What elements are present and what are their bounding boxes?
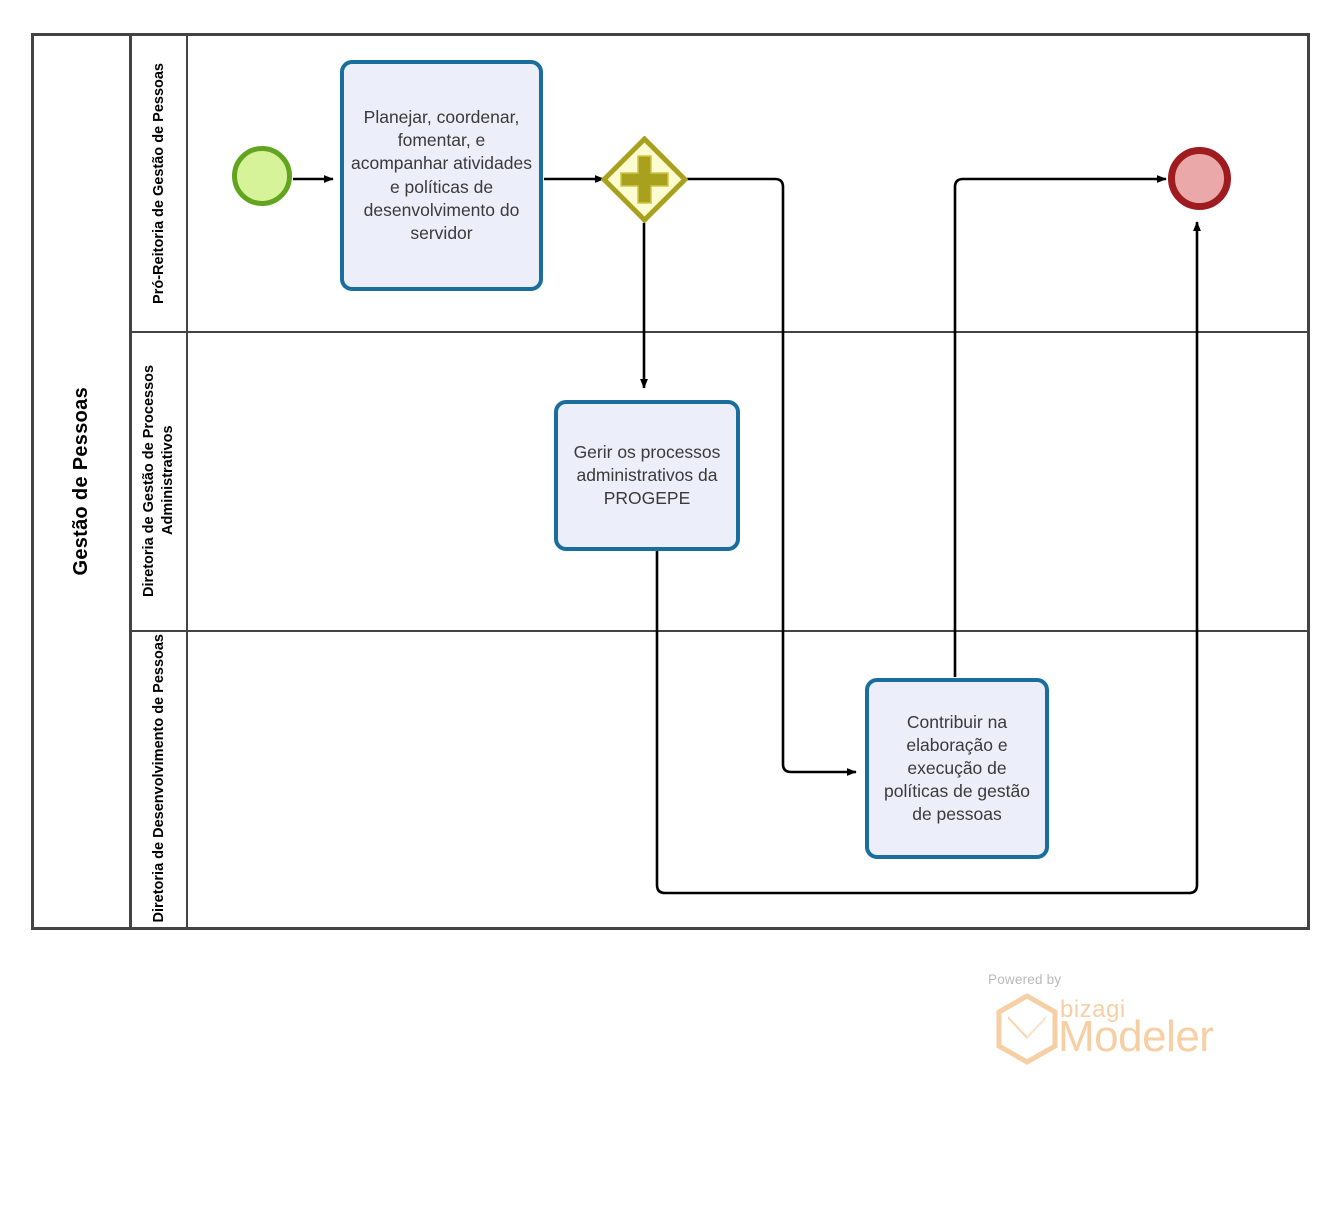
task-gerir-label: Gerir os processos administrativos da PR… — [573, 441, 721, 509]
start-event[interactable] — [232, 146, 292, 206]
task-planejar-label: Planejar, coordenar, fomentar, e acompan… — [351, 107, 532, 243]
pool-title-column: Gestão de Pessoas — [34, 36, 132, 927]
task-contribuir[interactable]: Contribuir na elaboração e execução de p… — [865, 678, 1049, 859]
pool-title: Gestão de Pessoas — [70, 387, 92, 576]
parallel-gateway[interactable] — [601, 136, 688, 223]
task-planejar[interactable]: Planejar, coordenar, fomentar, e acompan… — [340, 60, 543, 291]
lane-header-pro-reitoria: Pró-Reitoria de Gestão de Pessoas — [132, 36, 188, 331]
lane-header-desenvolvimento: Diretoria de Desenvolvimento de Pessoas — [132, 630, 188, 927]
lane-header-processos-adm: Diretoria de Gestão de Processos Adminis… — [132, 331, 188, 630]
bizagi-wordmark: bizagi — [1060, 996, 1126, 1023]
end-event[interactable] — [1168, 147, 1231, 210]
lane-label-desenvolvimento: Diretoria de Desenvolvimento de Pessoas — [150, 634, 167, 923]
lane-processos-adm[interactable]: Diretoria de Gestão de Processos Adminis… — [132, 331, 1307, 630]
lane-pro-reitoria[interactable]: Pró-Reitoria de Gestão de Pessoas — [132, 36, 1307, 331]
task-gerir[interactable]: Gerir os processos administrativos da PR… — [554, 400, 740, 551]
lane-label-processos-adm: Diretoria de Gestão de Processos Adminis… — [141, 364, 176, 597]
bizagi-branding: Powered by bizagi Modeler — [988, 972, 1248, 1067]
lane-label-pro-reitoria: Pró-Reitoria de Gestão de Pessoas — [150, 63, 167, 304]
powered-by-label: Powered by — [988, 972, 1062, 987]
task-contribuir-label: Contribuir na elaboração e execução de p… — [884, 711, 1030, 825]
bizagi-hexagon-icon — [996, 993, 1058, 1065]
plus-icon — [620, 155, 669, 204]
lane-desenvolvimento[interactable]: Diretoria de Desenvolvimento de Pessoas — [132, 630, 1307, 927]
modeler-wordmark: Modeler — [1058, 1012, 1214, 1061]
